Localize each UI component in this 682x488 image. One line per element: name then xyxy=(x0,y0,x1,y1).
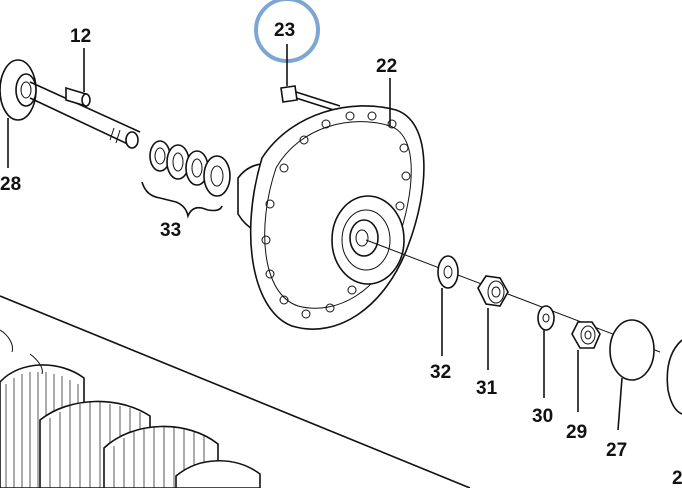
housing-bolt-holes xyxy=(261,111,411,319)
part-32-washer[interactable] xyxy=(437,255,459,356)
part-33-ring-stack[interactable] xyxy=(141,140,231,219)
part-28-flange[interactable] xyxy=(0,59,37,168)
callout-2-partial: 2 xyxy=(672,468,682,488)
assembly-axis xyxy=(365,239,661,353)
part-29-nut[interactable] xyxy=(571,321,601,412)
callout-27: 27 xyxy=(606,440,627,461)
partial-part-right-edge xyxy=(666,339,682,415)
part-23-bolt[interactable] xyxy=(280,44,341,113)
part-12-pin[interactable] xyxy=(65,48,91,108)
housing-hub xyxy=(331,195,405,285)
shaft[interactable] xyxy=(29,81,141,149)
callout-28: 28 xyxy=(0,174,21,195)
callout-31: 31 xyxy=(476,378,498,399)
callout-22: 22 xyxy=(376,56,397,77)
callout-32: 32 xyxy=(430,362,451,383)
callout-23: 23 xyxy=(274,20,295,41)
callout-33: 33 xyxy=(160,220,181,241)
callout-30: 30 xyxy=(532,406,553,427)
part-22-housing[interactable] xyxy=(237,78,425,330)
callout-29: 29 xyxy=(566,422,587,443)
part-31-nut[interactable] xyxy=(477,275,509,370)
clutch-pack-partial xyxy=(0,295,471,488)
callout-12: 12 xyxy=(70,26,91,47)
part-30-washer[interactable] xyxy=(537,305,555,398)
part-27-disc[interactable] xyxy=(609,319,655,431)
